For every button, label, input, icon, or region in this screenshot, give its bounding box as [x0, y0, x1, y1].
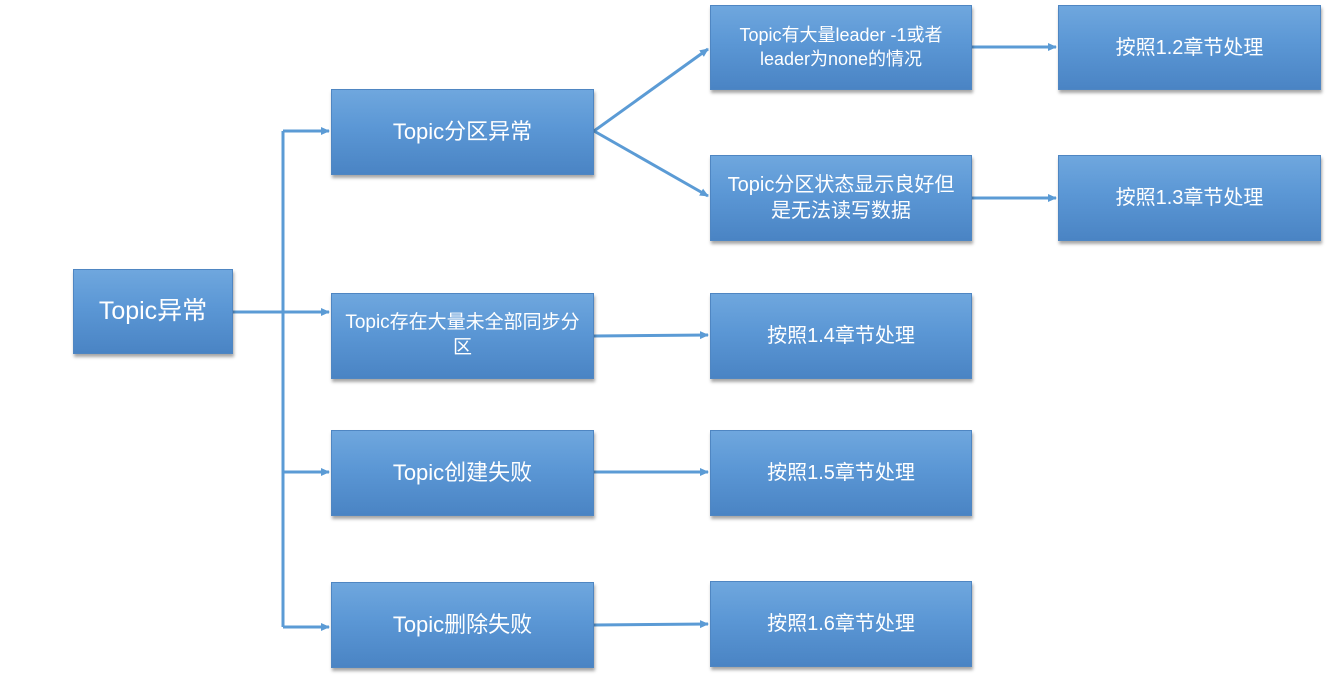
node-label: Topic删除失败 — [392, 611, 533, 637]
connector-to-cannot-read-write — [593, 129, 709, 198]
node-partition-anomaly: Topic分区异常 — [331, 89, 594, 175]
root-node-label: Topic异常 — [98, 297, 208, 326]
node-label: 按照1.6章节处理 — [767, 613, 915, 635]
node-label: 按照1.2章节处理 — [1115, 36, 1264, 59]
node-label: 按照1.5章节处理 — [767, 462, 915, 484]
connector-to-action-1-6 — [593, 620, 709, 629]
node-label: Topic有大量leader -1或者leader为none的情况 — [739, 25, 943, 69]
node-create-failed: Topic创建失败 — [331, 430, 594, 516]
node-action-1-4: 按照1.4章节处理 — [710, 293, 972, 379]
node-label: Topic分区异常 — [392, 118, 533, 144]
node-action-1-3: 按照1.3章节处理 — [1058, 155, 1321, 241]
node-action-1-2: 按照1.2章节处理 — [1058, 5, 1321, 90]
node-delete-failed: Topic删除失败 — [331, 582, 594, 668]
connector-to-action-1-4 — [593, 331, 709, 340]
root-node-topic-anomaly: Topic异常 — [73, 269, 233, 354]
node-unsynced-partitions: Topic存在大量未全部同步分区 — [331, 293, 594, 379]
node-label: 按照1.4章节处理 — [767, 325, 915, 347]
node-action-1-5: 按照1.5章节处理 — [710, 430, 972, 516]
node-action-1-6: 按照1.6章节处理 — [710, 581, 972, 667]
node-cannot-read-write: Topic分区状态显示良好但是无法读写数据 — [710, 155, 972, 241]
node-label: 按照1.3章节处理 — [1115, 187, 1264, 209]
node-label: Topic分区状态显示良好但是无法读写数据 — [727, 174, 955, 222]
connector-to-leader-none — [593, 47, 709, 133]
node-leader-none: Topic有大量leader -1或者leader为none的情况 — [710, 5, 972, 90]
node-label: Topic创建失败 — [392, 459, 533, 485]
node-label: Topic存在大量未全部同步分区 — [345, 312, 580, 358]
